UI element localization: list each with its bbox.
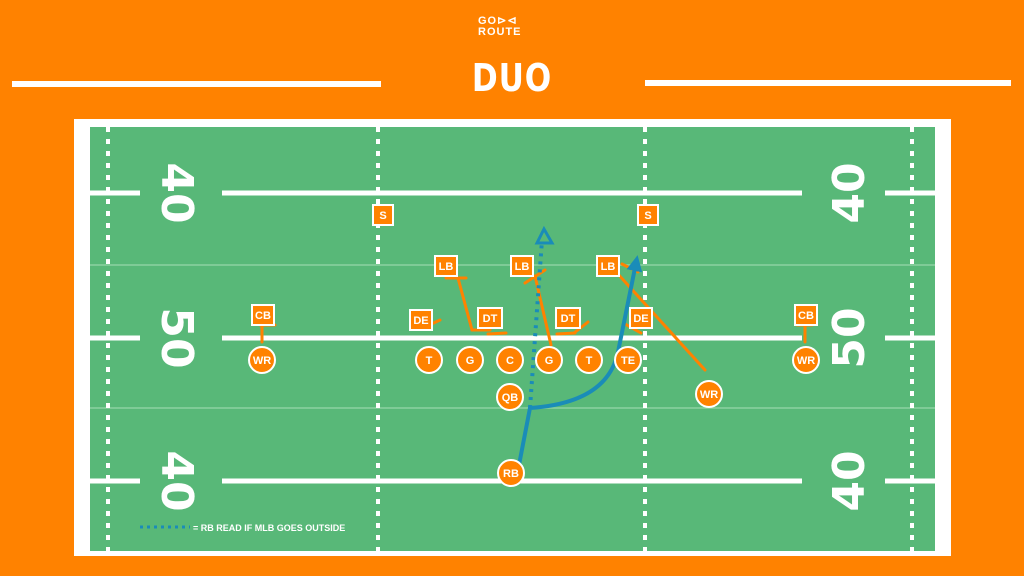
defender-end-left: DE (409, 309, 433, 331)
title-rule-right (645, 80, 1011, 86)
svg-text:G: G (466, 355, 475, 367)
svg-text:WR: WR (700, 389, 718, 401)
svg-text:QB: QB (502, 392, 519, 404)
defender-cornerback-left: CB (251, 304, 275, 326)
offense-guard-right: G (535, 346, 563, 374)
svg-text:WR: WR (797, 355, 815, 367)
legend: = RB READ IF MLB GOES OUTSIDE (140, 523, 345, 533)
yard-number-left-bottom: 40 (151, 450, 202, 511)
svg-text:WR: WR (253, 355, 271, 367)
read-arrow-icon (534, 225, 555, 245)
yard-number-right-top: 40 (824, 162, 875, 223)
title-rule-left (12, 81, 381, 87)
svg-text:S: S (644, 210, 651, 222)
defender-safety-left: S (372, 204, 394, 226)
svg-text:TE: TE (621, 355, 635, 367)
offense-tackle-right: T (575, 346, 603, 374)
logo-line-1: GO⊳⊲ (478, 15, 518, 27)
svg-text:LB: LB (515, 261, 530, 273)
offense-quarterback: QB (496, 383, 524, 411)
offense-wide-receiver-slot: WR (695, 380, 723, 408)
svg-text:DE: DE (633, 313, 648, 325)
defender-linebacker-middle: LB (510, 255, 534, 277)
defender-safety-right: S (637, 204, 659, 226)
logo-line-2: ROUTE (478, 26, 522, 38)
svg-text:C: C (506, 355, 514, 367)
svg-text:T: T (426, 355, 433, 367)
yard-number-right-mid: 50 (824, 307, 875, 368)
offense-tackle-left: T (415, 346, 443, 374)
yard-number-right-bottom: 40 (824, 450, 875, 511)
offense-wide-receiver-right: WR (792, 346, 820, 374)
svg-text:DT: DT (483, 313, 498, 325)
svg-text:LB: LB (439, 261, 454, 273)
play-title: DUO (471, 56, 553, 100)
gotoroute-logo: GO⊳⊲ ROUTE (478, 16, 544, 38)
yard-number-left-top: 40 (151, 162, 202, 223)
svg-text:RB: RB (503, 468, 519, 480)
defender-tackle-right: DT (555, 307, 581, 329)
svg-text:G: G (545, 355, 554, 367)
defender-tackle-left: DT (477, 307, 503, 329)
svg-text:T: T (586, 355, 593, 367)
defender-linebacker-left: LB (434, 255, 458, 277)
offense-center: C (496, 346, 524, 374)
svg-text:DT: DT (561, 313, 576, 325)
svg-text:S: S (379, 210, 386, 222)
defender-linebacker-right: LB (596, 255, 620, 277)
defender-end-right: DE (629, 307, 653, 329)
legend-text: = RB READ IF MLB GOES OUTSIDE (193, 523, 345, 533)
svg-text:DE: DE (413, 315, 428, 327)
offense-running-back: RB (497, 459, 525, 487)
football-field: 40 50 40 40 50 40 S S (74, 119, 951, 556)
yard-line-stubs (90, 190, 935, 484)
yard-number-left-mid: 50 (151, 307, 202, 368)
defender-cornerback-right: CB (794, 304, 818, 326)
svg-text:CB: CB (255, 310, 271, 322)
offense-guard-left: G (456, 346, 484, 374)
svg-text:CB: CB (798, 310, 814, 322)
offense-tight-end: TE (614, 346, 642, 374)
svg-text:LB: LB (601, 261, 616, 273)
offense-wide-receiver-left: WR (248, 346, 276, 374)
